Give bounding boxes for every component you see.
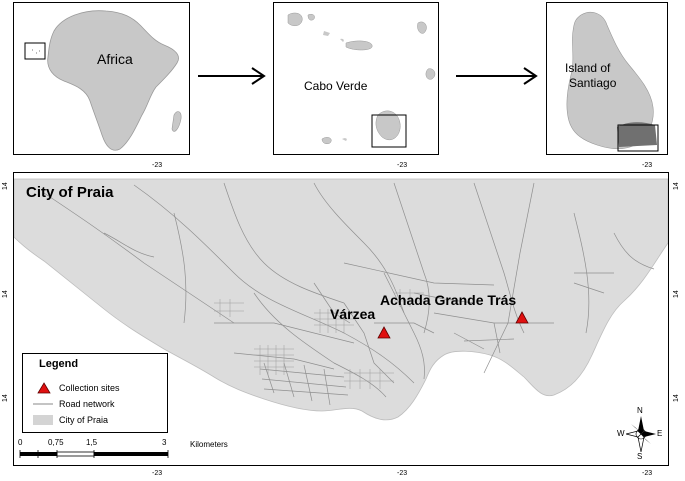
- bottom-tick-label: -23: [642, 470, 653, 477]
- right-tick-label: 14: [673, 182, 680, 190]
- left-tick-label: 14: [2, 394, 9, 402]
- legend-label: Road network: [59, 399, 115, 409]
- compass-west: W: [617, 429, 625, 438]
- right-tick-label: 14: [673, 290, 680, 298]
- legend-label: Collection sites: [59, 383, 120, 393]
- scale-unit: Kilometers: [190, 440, 228, 449]
- left-tick-label: 14: [2, 290, 9, 298]
- bottom-tick-label: -23: [152, 470, 163, 477]
- africa-continent-shape: [24, 10, 182, 151]
- right-tick-label: 14: [673, 394, 680, 402]
- area-swatch-icon: [33, 415, 53, 425]
- scale-tick-label: 0: [18, 438, 23, 447]
- top-tick-label: -23: [397, 162, 408, 169]
- scale-bar-graphic: [19, 450, 169, 458]
- compass-rose-icon: N S W E: [617, 406, 663, 462]
- legend-title: Legend: [39, 358, 79, 370]
- cabo-verde-islands: [287, 12, 436, 148]
- africa-inset-map: Africa: [13, 2, 190, 155]
- compass-east: E: [657, 429, 663, 438]
- santiago-island-shape: [566, 12, 659, 152]
- santiago-inset-map: Island of Santiago: [546, 2, 668, 155]
- arrow-right-icon: [456, 67, 538, 85]
- compass-star-icon: [626, 416, 656, 452]
- city-area-polygon: [14, 178, 668, 421]
- cabo-verde-inset-map: Cabo Verde: [273, 2, 439, 155]
- compass-north: N: [637, 406, 643, 415]
- urban-grid: [214, 289, 424, 389]
- compass-south: S: [637, 452, 643, 461]
- arrow-right-icon: [198, 67, 266, 85]
- top-tick-label: -23: [642, 162, 653, 169]
- place-label-varzea: Várzea: [330, 306, 376, 322]
- line-icon: [33, 403, 53, 405]
- collection-site-marker: [377, 326, 391, 339]
- place-label-achada-grande-tras: Achada Grande Trás: [380, 292, 517, 308]
- santiago-label-line1: Island of: [565, 61, 611, 75]
- praia-map-canvas: [14, 178, 668, 421]
- bottom-tick-label: -23: [397, 470, 408, 477]
- scale-tick-label: 0,75: [48, 438, 64, 447]
- scale-bar: 0 0,75 1,5 3 Kilometers: [18, 438, 258, 464]
- legend-label: City of Praia: [59, 415, 109, 425]
- africa-label: Africa: [97, 51, 133, 67]
- triangle-icon: [37, 382, 51, 394]
- scale-tick-label: 1,5: [86, 438, 98, 447]
- map-title: City of Praia: [26, 184, 114, 201]
- map-legend: Legend Collection sites Road network Cit…: [22, 353, 168, 433]
- top-tick-label: -23: [152, 162, 163, 169]
- scale-tick-label: 3: [162, 438, 167, 447]
- left-tick-label: 14: [2, 182, 9, 190]
- cabo-verde-label: Cabo Verde: [304, 79, 368, 93]
- santiago-label-line2: Santiago: [569, 76, 617, 90]
- collection-site-marker: [515, 311, 529, 324]
- road-network: [43, 182, 655, 406]
